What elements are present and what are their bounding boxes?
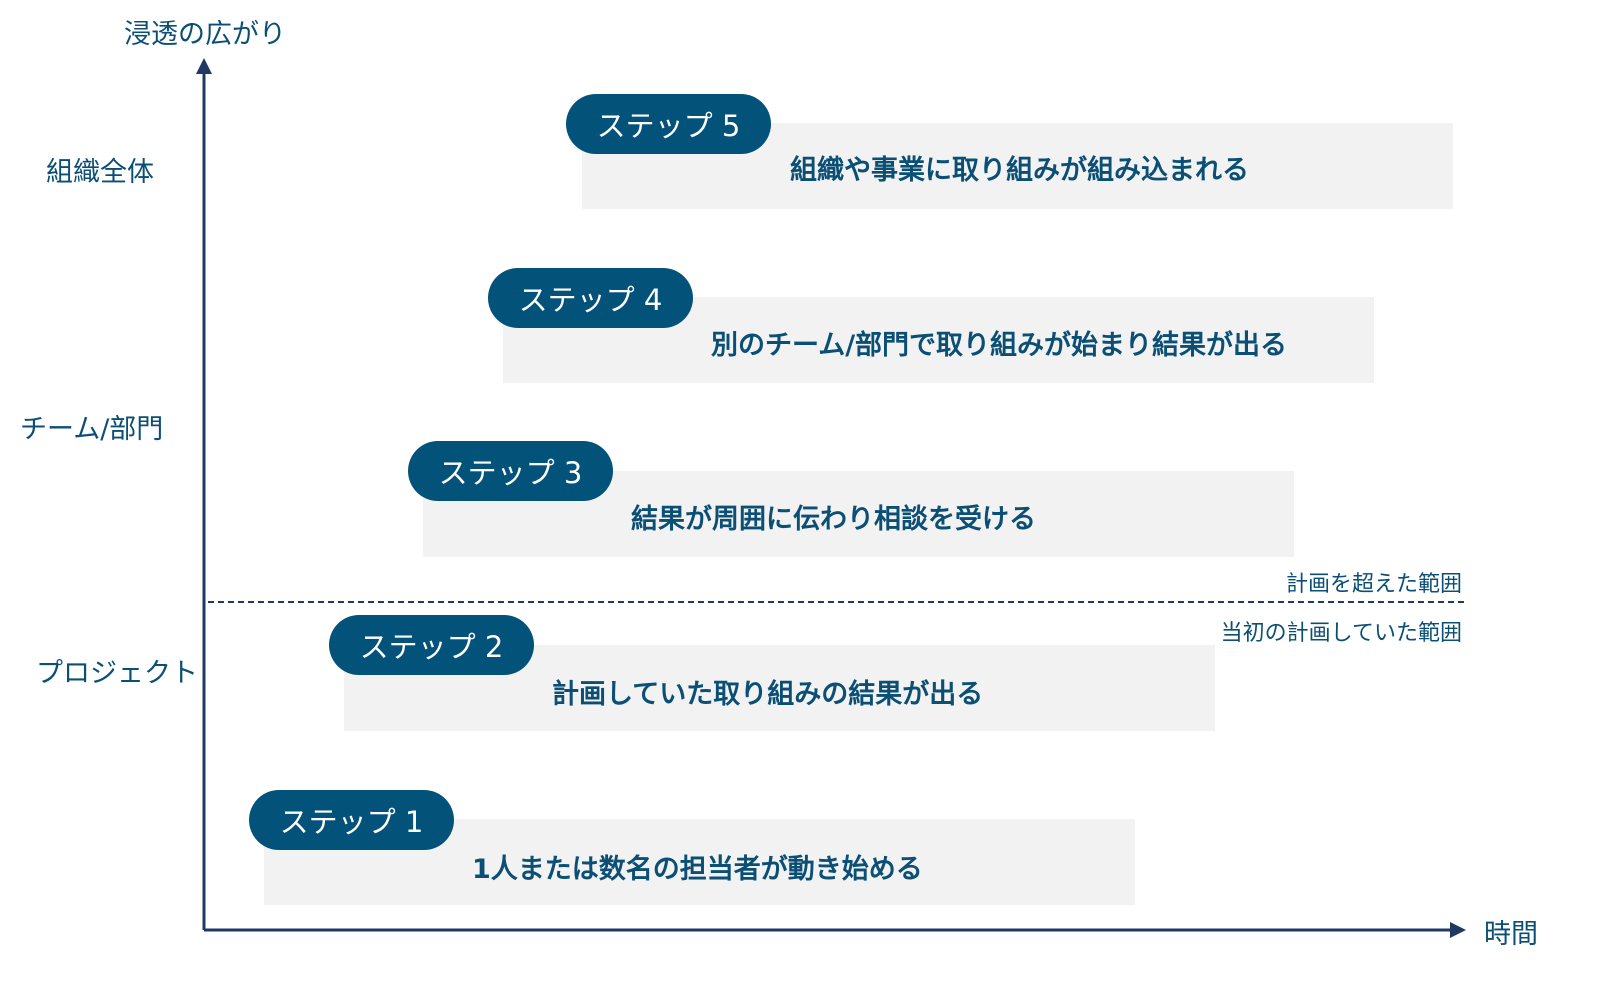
y-axis-arrow-icon — [196, 58, 212, 74]
step-2-pill: ステップ 2 — [329, 615, 534, 675]
beyond-plan-label: 計画を超えた範囲 — [1285, 572, 1462, 597]
step-5-text: 組織や事業に取り組みが組み込まれる — [790, 155, 1249, 186]
y-level-project: プロジェクト — [36, 658, 198, 689]
original-plan-label: 当初の計画していた範囲 — [1220, 621, 1462, 646]
step-3-text: 結果が周囲に伝わり相談を受ける — [631, 504, 1036, 535]
x-axis-title: 時間 — [1484, 919, 1538, 950]
step-1-text: 1人または数名の担当者が動き始める — [472, 854, 923, 885]
x-axis-arrow-icon — [1450, 922, 1466, 938]
y-level-team: チーム/部門 — [20, 414, 164, 445]
step-5-pill: ステップ 5 — [566, 94, 771, 154]
step-2-text: 計画していた取り組みの結果が出る — [552, 679, 984, 710]
y-axis-title: 浸透の広がり — [124, 19, 286, 50]
step-4-pill: ステップ 4 — [488, 268, 693, 328]
step-3-pill: ステップ 3 — [408, 441, 613, 501]
step-1-pill: ステップ 1 — [249, 790, 454, 850]
step-4-text: 別のチーム/部門で取り組みが始まり結果が出る — [711, 330, 1288, 361]
y-level-org: 組織全体 — [46, 157, 154, 188]
